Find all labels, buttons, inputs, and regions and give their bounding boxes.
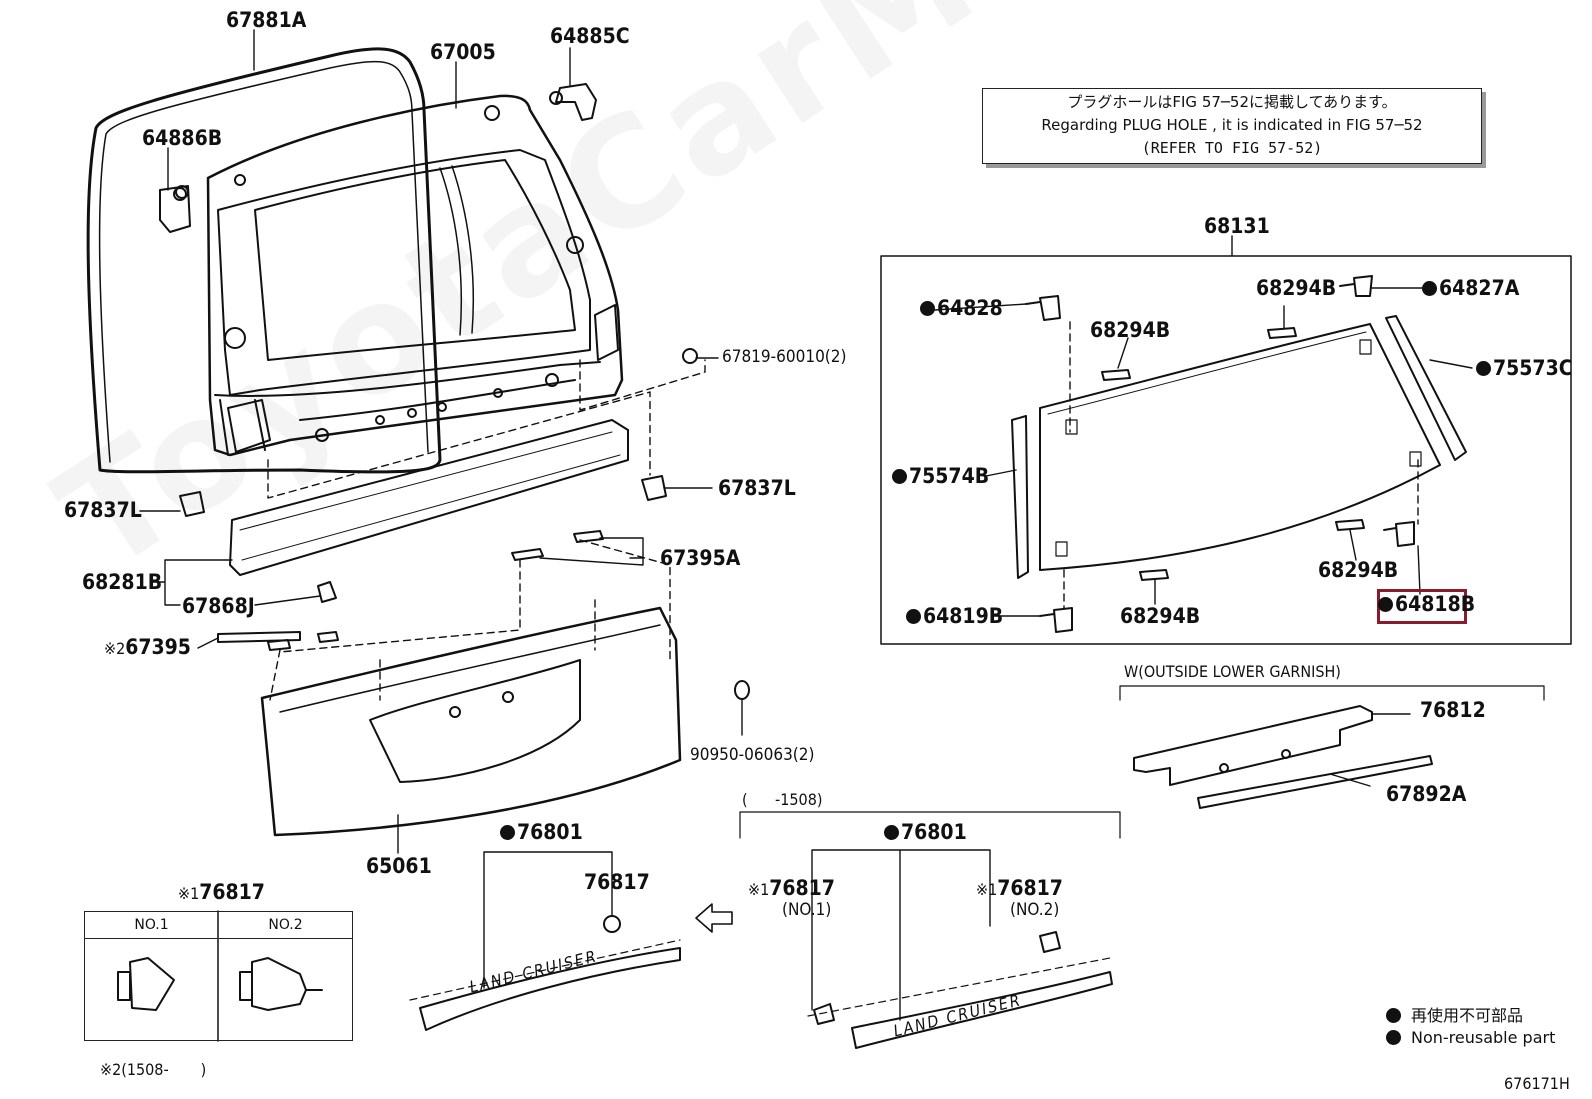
part-75573C[interactable]: 75573C: [1476, 358, 1573, 379]
note-mark-2: ※2: [104, 639, 126, 658]
legend-jp: 再使用不可部品: [1386, 1002, 1523, 1026]
part-68294B-3[interactable]: 68294B: [1318, 558, 1399, 582]
clip-variant-table: NO.1 NO.2: [84, 911, 353, 1041]
part-67837L-left[interactable]: 67837L: [64, 498, 142, 522]
date-range-note: ( -1508): [742, 790, 823, 809]
part-68294B-1[interactable]: 68294B: [1090, 318, 1171, 342]
legend-en-text: Non-reusable part: [1411, 1028, 1556, 1047]
figure-code: 676171H: [1504, 1074, 1570, 1093]
part-64827A-number: 64827A: [1439, 276, 1520, 300]
part-67395[interactable]: ※267395: [104, 637, 191, 658]
part-76801-left-number: 76801: [517, 820, 583, 844]
non-reusable-dot: [1476, 361, 1491, 376]
part-68281B[interactable]: 68281B: [82, 570, 163, 594]
part-64828[interactable]: 64828: [920, 298, 1003, 319]
note-line-ref: (REFER TO FIG 57-52): [1141, 139, 1323, 157]
table-title-number: 76817: [199, 880, 265, 904]
legend-en: Non-reusable part: [1386, 1028, 1555, 1047]
non-reusable-dot: [1378, 597, 1393, 612]
part-76817-no1-number: 76817: [769, 876, 835, 900]
part-67005[interactable]: 67005: [430, 40, 496, 64]
non-reusable-dot: [1386, 1030, 1401, 1045]
non-reusable-dot: [920, 301, 935, 316]
part-64885C[interactable]: 64885C: [550, 24, 630, 48]
part-75574B-number: 75574B: [909, 464, 990, 488]
part-64886B[interactable]: 64886B: [142, 126, 223, 150]
part-67892A[interactable]: 67892A: [1386, 782, 1467, 806]
non-reusable-dot: [884, 825, 899, 840]
part-90950-06063[interactable]: 90950-06063(2): [690, 745, 815, 765]
part-64819B-number: 64819B: [923, 604, 1004, 628]
table-header-no2: NO.2: [219, 912, 352, 939]
part-67395-number: 67395: [125, 635, 191, 659]
part-64828-number: 64828: [937, 296, 1003, 320]
non-reusable-dot: [906, 609, 921, 624]
note-mark-1: ※1: [976, 880, 998, 899]
part-64827A[interactable]: 64827A: [1422, 278, 1519, 299]
note-line-jp: プラグホールはFIG 57─52に掲載してあります。: [1067, 93, 1397, 111]
part-76812[interactable]: 76812: [1420, 698, 1486, 722]
part-68294B-4[interactable]: 68294B: [1120, 604, 1201, 628]
non-reusable-dot: [500, 825, 515, 840]
part-76817-no1[interactable]: ※176817: [748, 878, 835, 899]
part-67837L-right[interactable]: 67837L: [718, 476, 796, 500]
part-68294B-2[interactable]: 68294B: [1256, 276, 1337, 300]
part-76817-no2-number: 76817: [997, 876, 1063, 900]
note-mark-1: ※1: [178, 884, 200, 903]
part-76817-no2-sub: (NO.2): [1010, 900, 1060, 920]
non-reusable-dot: [1422, 281, 1437, 296]
non-reusable-dot: [1386, 1008, 1401, 1023]
part-64819B[interactable]: 64819B: [906, 606, 1003, 627]
table-title: ※176817: [178, 882, 265, 903]
part-75573C-number: 75573C: [1493, 356, 1573, 380]
part-76801-right[interactable]: 76801: [884, 822, 967, 843]
part-76801-left[interactable]: 76801: [500, 822, 583, 843]
part-67881A[interactable]: 67881A: [226, 8, 307, 32]
part-75574B[interactable]: 75574B: [892, 466, 989, 487]
footnote-2: ※2(1508- ): [100, 1060, 207, 1079]
part-67868J[interactable]: 67868J: [182, 594, 255, 618]
part-64818B-number: 64818B: [1395, 592, 1476, 616]
part-65061[interactable]: 65061: [366, 854, 432, 878]
garnish-title: W(OUTSIDE LOWER GARNISH): [1124, 662, 1341, 681]
part-64818B[interactable]: 64818B: [1378, 594, 1475, 615]
legend-jp-text: 再使用不可部品: [1411, 1006, 1524, 1025]
part-68131[interactable]: 68131: [1204, 214, 1270, 238]
part-76801-right-number: 76801: [901, 820, 967, 844]
non-reusable-dot: [892, 469, 907, 484]
reference-note: プラグホールはFIG 57─52に掲載してあります。 Regarding PLU…: [982, 88, 1482, 164]
part-67819-60010[interactable]: 67819-60010(2): [722, 347, 847, 367]
part-76817-no2[interactable]: ※176817: [976, 878, 1063, 899]
part-76817-no1-sub: (NO.1): [782, 900, 832, 920]
table-header-no1: NO.1: [85, 912, 218, 939]
note-mark-1: ※1: [748, 880, 770, 899]
note-line-en: Regarding PLUG HOLE , it is indicated in…: [1041, 116, 1423, 134]
part-67395A[interactable]: 67395A: [660, 546, 741, 570]
part-76817-center[interactable]: 76817: [584, 870, 650, 894]
